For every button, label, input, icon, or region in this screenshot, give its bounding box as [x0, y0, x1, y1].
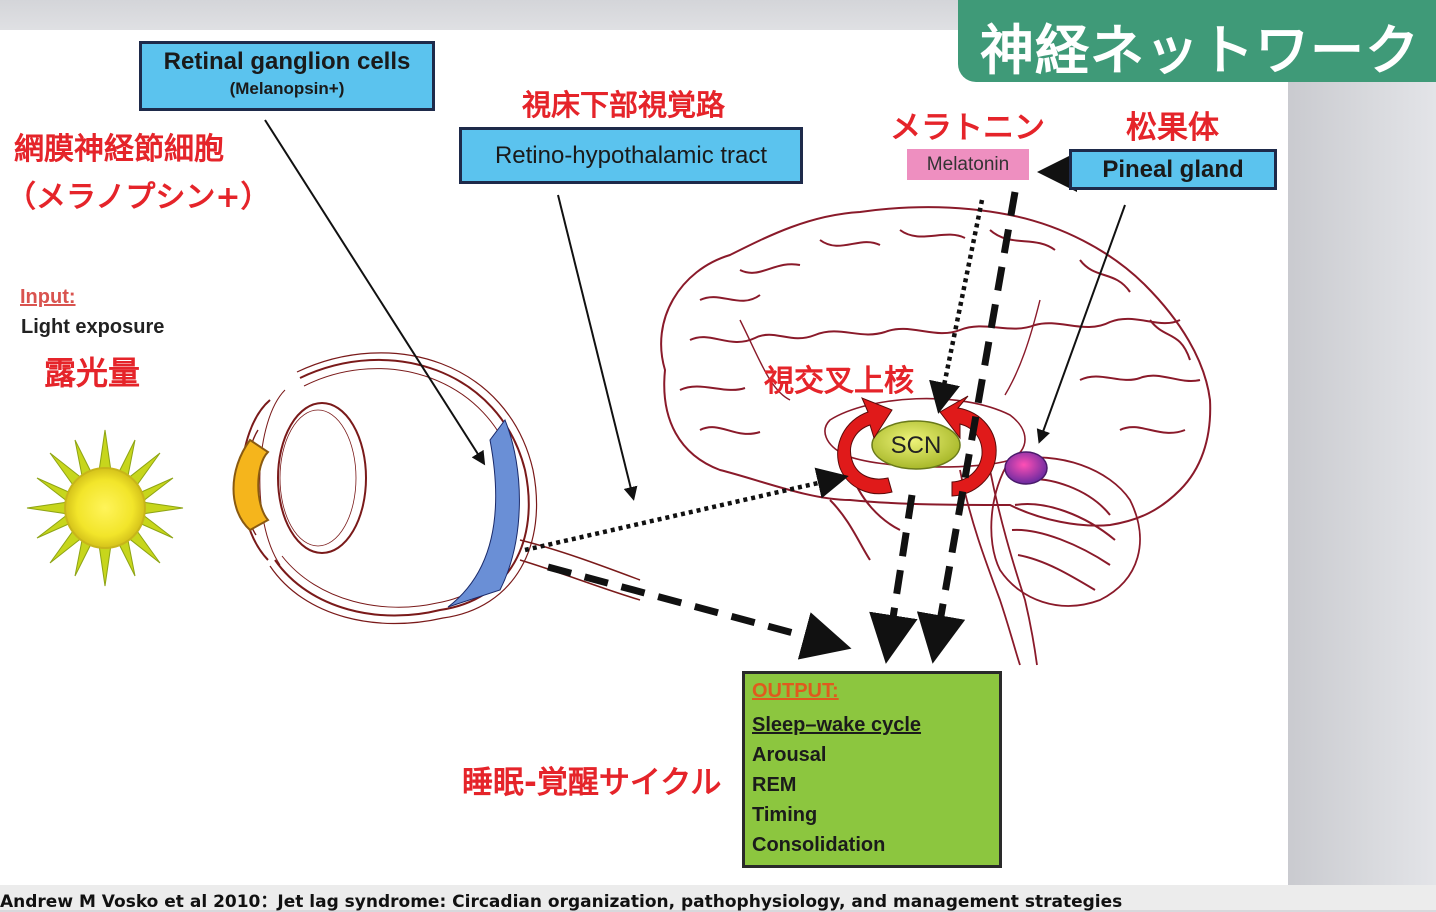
caption-strip: [0, 885, 1436, 910]
jp-sleep-cycle-label: 睡眠-覚醒サイクル: [462, 765, 722, 801]
scn-label: SCN: [891, 432, 942, 459]
output-dashed-arrows: [547, 191, 1019, 664]
rht-box: Retino-hypothalamic tract: [459, 127, 803, 184]
input-heading: Input:: [20, 286, 76, 308]
output-item: Timing: [752, 804, 818, 826]
page-title: 神経ネットワーク: [980, 19, 1420, 82]
cycle-arrows-icon: [837, 395, 997, 497]
retina-to-scn-dotted: [524, 467, 849, 553]
melatonin-to-scn-dotted: [929, 199, 985, 414]
output-item: Sleep–wake cycle: [752, 714, 922, 736]
jp-rht-label: 視床下部視覚路: [522, 88, 726, 122]
citation: Andrew M Vosko et al 2010：Jet lag syndro…: [0, 892, 1123, 912]
rht-leader-line: [557, 194, 638, 501]
jp-rgc-label: 網膜神経節細胞: [14, 132, 224, 167]
jp-scn-label: 視交叉上核: [764, 364, 914, 399]
brain-illustration: [660, 206, 1212, 666]
scn-ellipse: [871, 420, 961, 470]
output-item: Consolidation: [752, 834, 886, 856]
rgc-title: Retinal ganglion cells: [163, 48, 411, 75]
rgc-box: Retinal ganglion cells (Melanopsin+): [139, 41, 435, 111]
sun-icon: [26, 429, 184, 587]
pineal-leader-line: [1036, 204, 1126, 444]
title-banner: [958, 0, 1436, 82]
output-item: REM: [752, 774, 797, 796]
eye-illustration: [232, 352, 641, 625]
pineal-box: Pineal gland: [1069, 149, 1277, 190]
output-title: OUTPUT:: [752, 680, 839, 702]
input-text: Light exposure: [21, 316, 165, 338]
pineal-gland-dot: [1004, 451, 1048, 485]
right-background: [1286, 0, 1436, 910]
jp-melatonin-label: メラトニン: [890, 110, 1045, 146]
jp-rgc-sublabel: （メラノプシン+）: [6, 180, 271, 215]
diagram-artwork: SCN: [26, 119, 1212, 666]
rgc-leader-line: [264, 119, 486, 466]
jp-light-label: 露光量: [44, 354, 141, 392]
output-box: OUTPUT: Sleep–wake cycle Arousal REM Tim…: [742, 671, 1002, 868]
jp-pineal-label: 松果体: [1126, 110, 1219, 146]
melatonin-box: Melatonin: [907, 149, 1029, 180]
rgc-subtitle: (Melanopsin+): [229, 79, 345, 98]
output-item: Arousal: [752, 744, 827, 766]
